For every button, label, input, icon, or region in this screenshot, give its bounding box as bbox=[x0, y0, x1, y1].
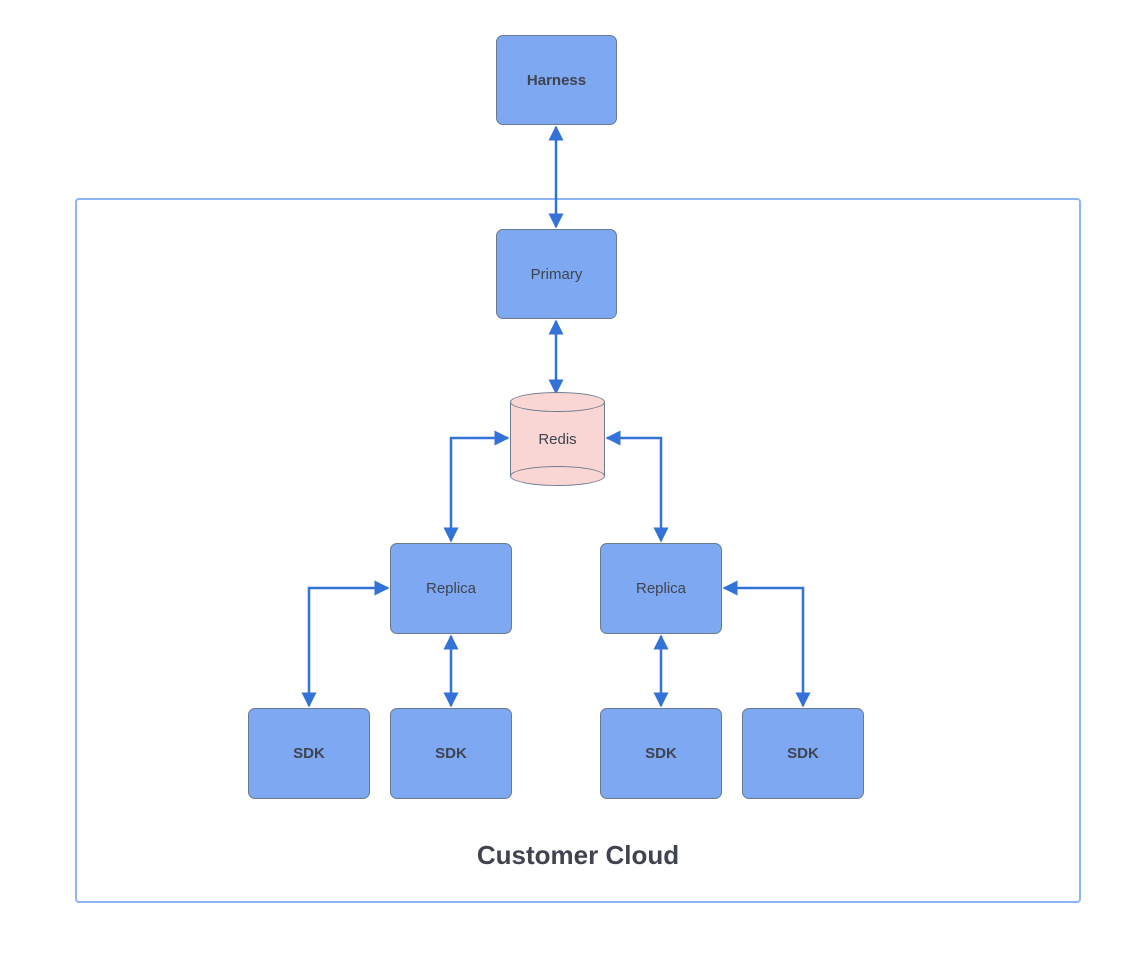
node-sdk-3-label: SDK bbox=[645, 745, 677, 762]
node-harness[interactable]: Harness bbox=[496, 35, 617, 125]
node-sdk-4-label: SDK bbox=[787, 745, 819, 762]
node-harness-label: Harness bbox=[526, 71, 587, 89]
node-sdk-2-label: SDK bbox=[435, 745, 467, 762]
node-primary-label: Primary bbox=[530, 265, 583, 283]
node-sdk-1-label: SDK bbox=[293, 745, 325, 762]
node-replica-left[interactable]: Replica bbox=[390, 543, 512, 634]
node-replica-right-label: Replica bbox=[635, 580, 687, 597]
cylinder-top-ellipse bbox=[510, 392, 605, 412]
node-replica-right[interactable]: Replica bbox=[600, 543, 722, 634]
node-sdk-3[interactable]: SDK bbox=[600, 708, 722, 799]
cylinder-body bbox=[510, 402, 605, 476]
cylinder-bottom-ellipse bbox=[510, 466, 605, 486]
node-sdk-1[interactable]: SDK bbox=[248, 708, 370, 799]
node-replica-left-label: Replica bbox=[425, 580, 477, 597]
customer-cloud-title: Customer Cloud bbox=[476, 840, 680, 870]
node-primary[interactable]: Primary bbox=[496, 229, 617, 319]
node-redis-database[interactable]: Redis bbox=[510, 392, 605, 486]
node-sdk-4[interactable]: SDK bbox=[742, 708, 864, 799]
node-sdk-2[interactable]: SDK bbox=[390, 708, 512, 799]
node-redis-label: Redis bbox=[538, 430, 577, 448]
customer-cloud-boundary[interactable] bbox=[75, 198, 1081, 903]
